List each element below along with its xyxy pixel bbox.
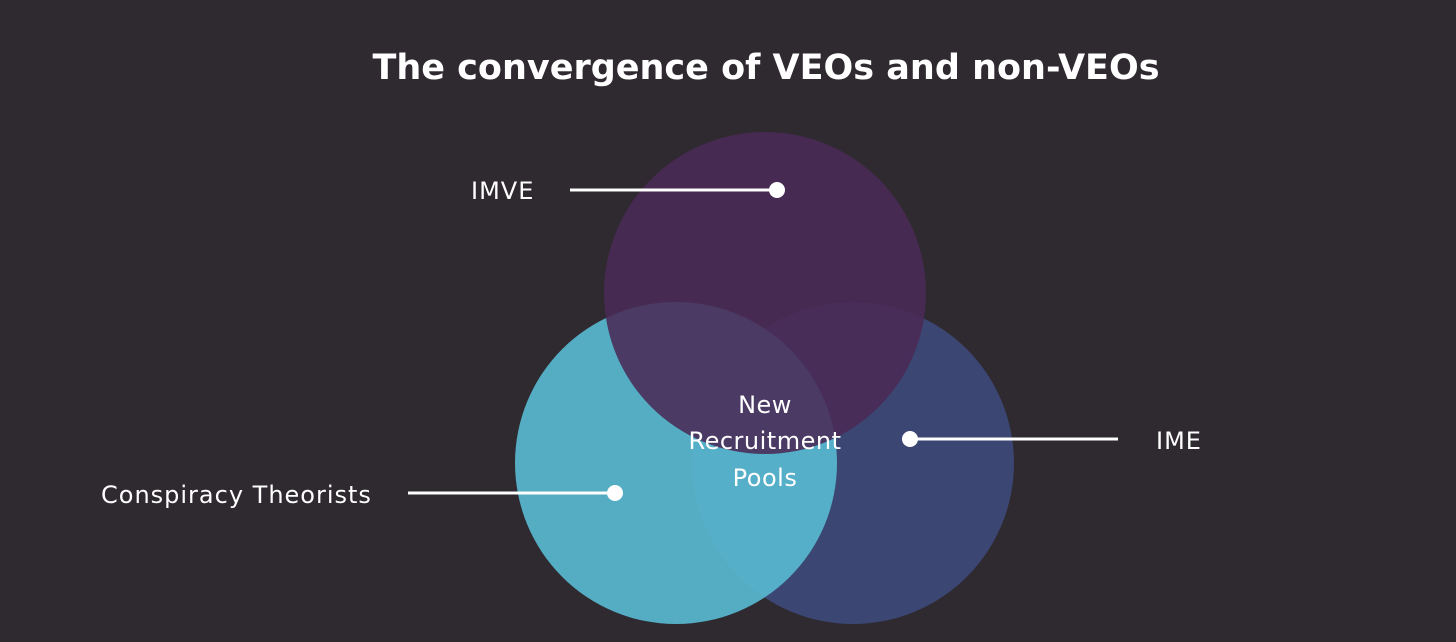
imve-circle bbox=[604, 132, 926, 454]
ime-leader-dot bbox=[902, 431, 918, 447]
conspiracy-theorists-label: Conspiracy Theorists bbox=[101, 481, 372, 509]
overlap-label-line-1: New bbox=[738, 391, 792, 419]
overlap-label-line-3: Pools bbox=[733, 464, 798, 492]
conspiracy-theorists-callout: Conspiracy Theorists bbox=[101, 481, 623, 509]
imve-callout: IMVE bbox=[471, 177, 785, 205]
overlap-label-line-2: Recruitment bbox=[689, 427, 842, 455]
imve-label: IMVE bbox=[471, 177, 534, 205]
ime-label: IME bbox=[1156, 427, 1202, 455]
ime-callout: IME bbox=[902, 427, 1202, 455]
diagram-title: The convergence of VEOs and non-VEOs bbox=[372, 48, 1159, 88]
imve-leader-dot bbox=[769, 182, 785, 198]
conspiracy-theorists-leader-dot bbox=[607, 485, 623, 501]
overlap-label: New Recruitment Pools bbox=[689, 391, 842, 492]
